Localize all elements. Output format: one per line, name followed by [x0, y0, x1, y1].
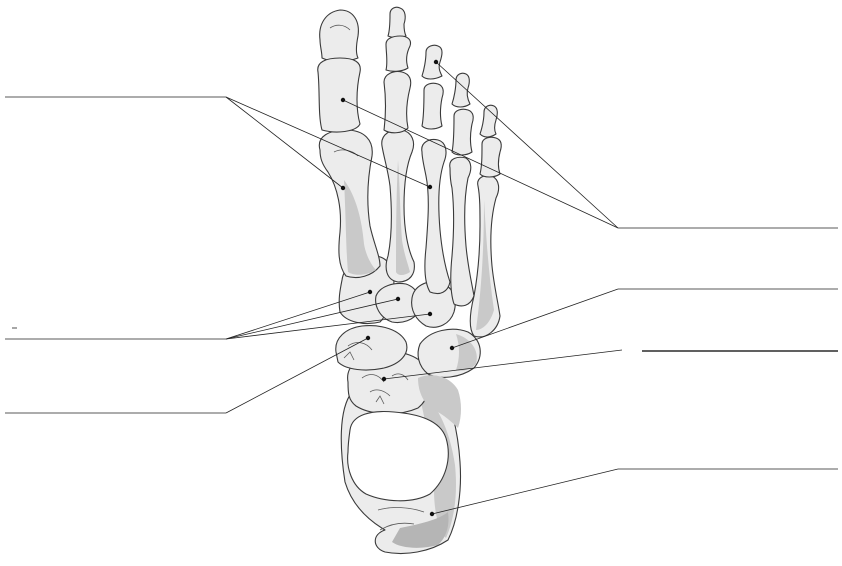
label-line-cuneiforms	[5, 289, 433, 340]
hallux-phalanges	[317, 9, 361, 133]
navicular-bone	[335, 325, 408, 371]
label-line-cuboid	[449, 288, 838, 351]
toe-3-phalanges	[421, 44, 444, 130]
label-line-calcaneus	[429, 468, 838, 517]
label-line-metatarsals	[340, 59, 838, 229]
toe-5-phalanges	[479, 104, 502, 178]
label-line-talus	[381, 349, 838, 382]
label-line-navicular	[5, 335, 371, 414]
label-line-phalanges	[5, 96, 433, 191]
metatarsal-1	[318, 129, 381, 279]
metatarsal-3	[421, 138, 451, 295]
toe-2-phalanges	[383, 6, 412, 134]
metatarsal-5	[469, 174, 501, 338]
lateral-shadow	[418, 375, 461, 428]
talus-trochlea-surface	[347, 410, 449, 502]
metatarsal-4	[449, 156, 475, 307]
talus-bone	[347, 351, 449, 502]
cuboid-bone	[417, 328, 481, 378]
toe-4-phalanges	[451, 72, 474, 156]
metatarsal-2	[381, 129, 415, 283]
